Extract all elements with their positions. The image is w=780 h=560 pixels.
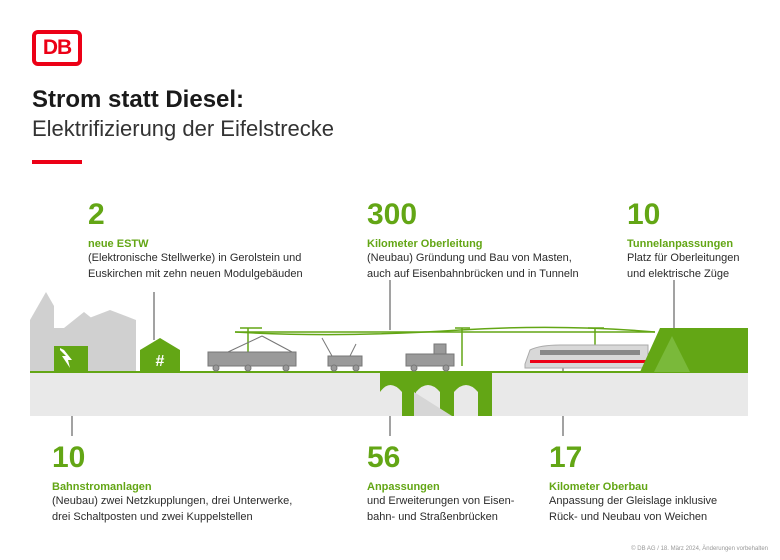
fact-label: Bahnstromanlagen	[52, 481, 152, 493]
fact-description-line: (Neubau) Gründung und Bau von Masten,	[367, 252, 572, 265]
fact-label: Anpassungen	[367, 481, 440, 493]
fact-overhead-line: 300 Kilometer Oberleitung (Neubau) Gründ…	[367, 200, 627, 283]
page-subtitle: Elektrifizierung der Eifelstrecke	[32, 116, 335, 141]
electric-train	[524, 344, 649, 369]
overhead-catenary	[234, 326, 656, 372]
railway-bridge	[380, 372, 492, 416]
fact-description-line: drei Schaltposten und zwei Kuppelstellen	[52, 511, 253, 524]
fact-description-line: Euskirchen mit zehn neuen Modulgebäuden	[88, 268, 303, 281]
fact-number: 2	[88, 198, 105, 231]
fact-description-line: und elektrische Züge	[627, 268, 730, 281]
fact-label: Kilometer Oberbau	[549, 481, 649, 493]
fact-tunnels: 10 Tunnelanpassungen Platz für Oberleitu…	[627, 200, 772, 283]
fact-description-line: (Neubau) zwei Netzkupplungen, drei Unter…	[52, 495, 293, 508]
fact-description-line: bahn- und Straßenbrücken	[367, 511, 498, 524]
fact-label: Kilometer Oberleitung	[367, 238, 483, 250]
construction-vehicles	[207, 335, 455, 372]
fact-traction-power: 10 Bahnstromanlagen (Neubau) zwei Netzku…	[52, 443, 352, 526]
fact-number: 10	[52, 441, 86, 474]
fact-number: 300	[367, 198, 418, 231]
page-title: Strom statt Diesel:	[32, 86, 245, 113]
fact-description-line: Anpassung der Gleislage inklusive	[549, 495, 718, 508]
substation-building	[54, 346, 88, 372]
fact-label: neue ESTW	[88, 238, 149, 250]
db-logo: DB	[32, 30, 82, 66]
fact-description-line: (Elektronische Stellwerke) in Gerolstein…	[88, 252, 302, 265]
svg-text:#: #	[156, 353, 165, 370]
db-logo-text: DB	[42, 36, 72, 59]
fact-label: Tunnelanpassungen	[627, 238, 734, 250]
copyright-note: © DB AG / 18. März 2024, Änderungen vorb…	[631, 546, 768, 552]
tunnel-portal	[640, 328, 748, 372]
fact-number: 56	[367, 441, 401, 474]
fact-description-line: Rück- und Neubau von Weichen	[549, 511, 708, 524]
fact-description-line: auch auf Eisenbahnbrücken und in Tunneln	[367, 268, 579, 281]
fact-track-superstructure: 17 Kilometer Oberbau Anpassung der Gleis…	[549, 443, 759, 526]
railway-illustration: #	[30, 280, 748, 436]
fact-description-line: Platz für Oberleitungen	[627, 252, 740, 265]
accent-divider	[32, 160, 82, 164]
fact-bridges: 56 Anpassungen und Erweiterungen von Eis…	[367, 443, 567, 526]
fact-description-line: und Erweiterungen von Eisen-	[367, 495, 515, 508]
fact-number: 17	[549, 441, 583, 474]
fact-number: 10	[627, 198, 661, 231]
signal-box-building: #	[140, 338, 180, 372]
fact-estw: 2 neue ESTW (Elektronische Stellwerke) i…	[88, 200, 348, 283]
